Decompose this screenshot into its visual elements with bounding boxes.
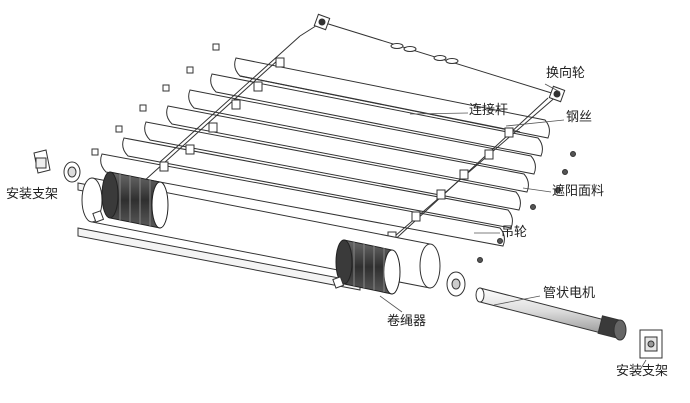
end-blocks [92,210,345,289]
label-mount-bracket-left: 安装支架 [6,187,59,202]
label-shade-fabric: 遮阳面料 [552,184,605,199]
left-screws [91,43,220,156]
rear-pulley [313,13,331,31]
label-pulley-turn: 换向轮 [546,66,586,81]
wire-tensioner [390,43,459,64]
label-tubular-motor: 管状电机 [543,286,596,301]
right-mount-bracket [639,329,663,359]
left-end-cap [63,161,81,183]
rear-supports [239,75,521,133]
left-mount-bracket [33,149,51,174]
label-mount-bracket-right: 安装支架 [616,364,669,379]
right-screws [477,151,576,263]
label-rope-winder: 卷绳器 [387,314,427,329]
label-steel-wire: 钢丝 [566,110,593,125]
fabric-panels [100,57,550,247]
label-hanging-pulley: 吊轮 [501,225,528,240]
rope-winder-drum-left [101,171,169,229]
leader-lines [379,83,647,371]
label-connecting-rod: 连接杆 [469,103,509,118]
rope-winder-drum-right [335,239,401,295]
tubular-motor [446,271,627,341]
turn-pulley [548,85,566,103]
